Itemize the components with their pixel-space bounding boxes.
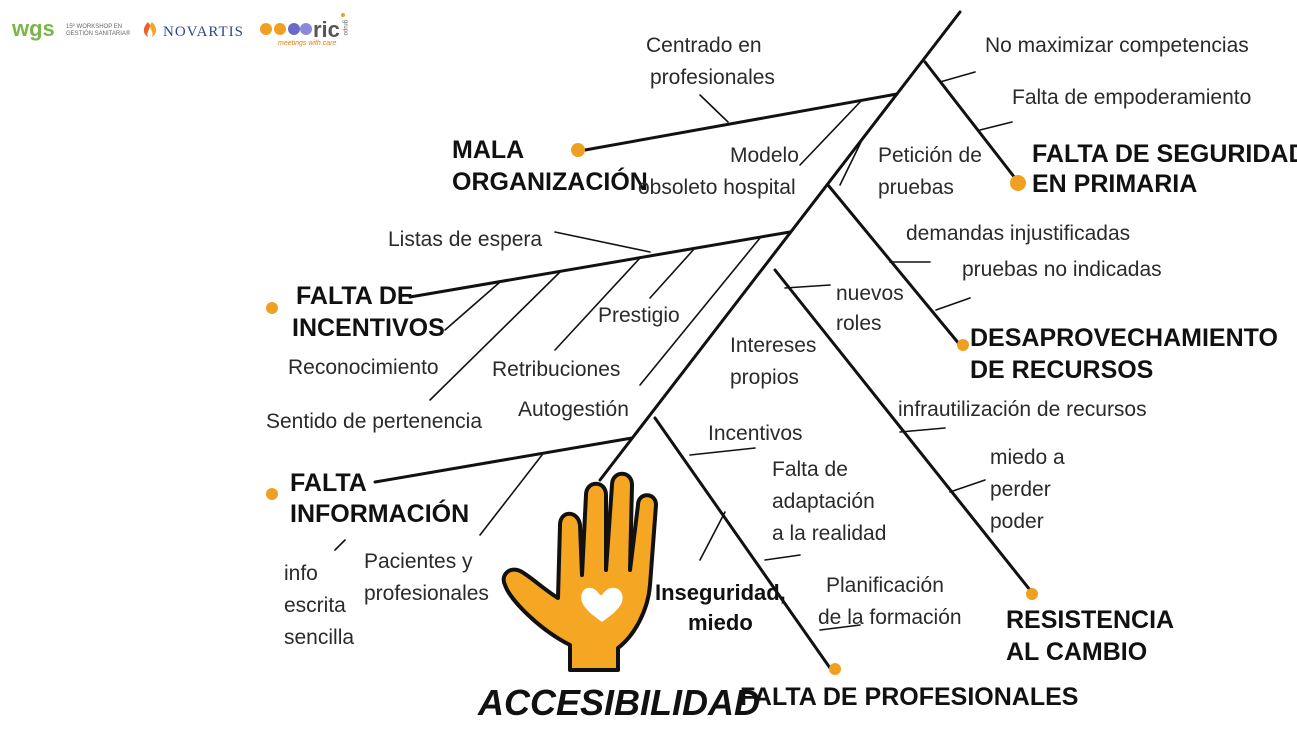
cause-autogestion: Autogestión <box>518 398 629 421</box>
bullet-dot <box>266 488 278 500</box>
ric-dots-icon <box>260 23 312 35</box>
category-mala-organizacion: MALA ORGANIZACIÓN <box>452 136 648 196</box>
cause-peticion: Petición de pruebas <box>878 144 988 199</box>
cause-reconocimiento: Reconocimiento <box>288 356 439 379</box>
category-falta-informacion: FALTA INFORMACIÓN <box>290 469 469 528</box>
branch-mala-organizacion <box>583 92 899 152</box>
rib <box>689 447 756 456</box>
rib <box>554 231 651 253</box>
rib <box>554 257 641 351</box>
category-falta-profesionales: FALTA DE PROFESIONALES <box>740 683 1078 711</box>
rib <box>899 427 946 433</box>
category-resistencia: RESISTENCIA AL CAMBIO <box>1006 606 1180 666</box>
cause-listas: Listas de espera <box>388 228 542 251</box>
cause-modelo: Modelo obsoleto hospital <box>638 144 805 199</box>
logo-bar: wgs 15º WORKSHOP EN GESTIÓN SANITARIA® N… <box>11 13 348 47</box>
cause-infrautilizacion: infrautilización de recursos <box>898 398 1147 421</box>
branch-resistencia <box>773 268 1032 592</box>
rib <box>819 624 861 631</box>
cause-sentido: Sentido de pertenencia <box>266 410 482 433</box>
cause-intereses: Intereses propios <box>730 334 822 389</box>
category-desaprovechamiento: DESAPROVECHAMIENTO DE RECURSOS <box>970 324 1285 384</box>
novartis-flame-icon <box>143 22 157 37</box>
rib <box>784 284 831 289</box>
hand-heart-icon <box>501 471 658 672</box>
cause-retribuciones: Retribuciones <box>492 358 620 381</box>
rib <box>935 297 971 311</box>
bullet-dot <box>1010 175 1026 191</box>
rib <box>764 554 801 561</box>
ric-logo: ric <box>313 17 340 42</box>
cause-empoderamiento: Falta de empoderamiento <box>1012 86 1251 109</box>
branch-profesionales <box>653 416 832 670</box>
rib <box>939 71 976 83</box>
cause-no-maximizar: No maximizar competencias <box>985 34 1249 57</box>
category-falta-incentivos: FALTA DE INCENTIVOS <box>292 282 445 342</box>
bullet-dot <box>957 339 969 351</box>
rib <box>979 121 1013 131</box>
wgs-logo: wgs <box>11 16 55 41</box>
rib <box>334 539 346 551</box>
cause-info-escrita: info escrita sencilla <box>284 562 354 649</box>
center-title: ACCESIBILIDAD <box>477 682 760 723</box>
rib <box>799 99 863 166</box>
category-inseguridad: Inseguridad, miedo <box>655 580 792 635</box>
cause-miedo-poder: miedo a perder poder <box>990 446 1071 533</box>
bullet-dot <box>266 302 278 314</box>
branch-informacion <box>373 436 634 484</box>
bullet-dot <box>1026 588 1038 600</box>
cause-prestigio: Prestigio <box>598 304 680 327</box>
bullet-dot <box>571 143 585 157</box>
rib <box>429 271 561 401</box>
bullet-dot <box>829 663 841 675</box>
cause-centrado: Centrado en profesionales <box>646 34 775 89</box>
rib <box>839 139 863 186</box>
category-falta-seguridad: FALTA DE SEGURIDAD EN PRIMARIA <box>1032 140 1297 198</box>
cause-adaptacion: Falta de adaptación a la realidad <box>772 458 886 545</box>
novartis-logo: NOVARTIS <box>163 24 244 40</box>
ric-side-label: grupo <box>342 20 348 36</box>
cause-demandas: demandas injustificadas <box>906 222 1130 245</box>
wgs-subtitle-2: GESTIÓN SANITARIA® <box>66 30 131 37</box>
rib <box>639 237 761 386</box>
rib <box>479 454 543 536</box>
rib <box>699 94 729 123</box>
ric-tagline: meetings with care <box>278 40 336 47</box>
cause-nuevos-roles: nuevos roles <box>836 282 910 335</box>
cause-incentivos: Incentivos <box>708 422 803 445</box>
cause-pruebas-no: pruebas no indicadas <box>962 258 1162 281</box>
rib <box>699 511 726 561</box>
rib <box>444 281 501 331</box>
cause-planificacion: Planificación de la formación <box>818 574 962 629</box>
cause-pacientes: Pacientes y profesionales <box>364 550 489 605</box>
branch-desaprovechamiento <box>826 183 962 347</box>
rib <box>949 479 986 493</box>
branch-incentivos <box>408 230 792 299</box>
rib <box>649 247 696 299</box>
wgs-subtitle-1: 15º WORKSHOP EN <box>66 23 122 30</box>
main-spine <box>598 10 962 482</box>
